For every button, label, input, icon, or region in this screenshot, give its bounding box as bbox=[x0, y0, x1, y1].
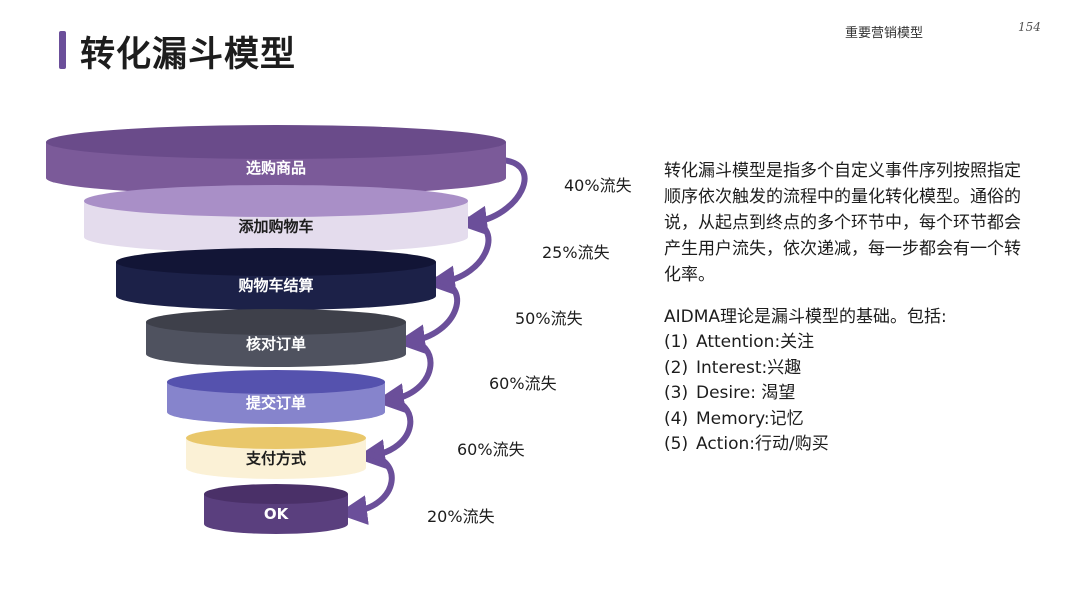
funnel-stage-label: 核对订单 bbox=[246, 335, 306, 353]
funnel-stage: 选购商品 bbox=[46, 125, 506, 195]
aidma-item: (4)Memory:记忆 bbox=[664, 408, 804, 429]
funnel-stage-label: OK bbox=[264, 505, 290, 523]
aidma-item: (2)Interest:兴趣 bbox=[664, 357, 802, 378]
funnel-stage: 支付方式 bbox=[186, 427, 366, 479]
aidma-intro: AIDMA理论是漏斗模型的基础。包括: bbox=[664, 307, 947, 327]
funnel-stage-top bbox=[167, 370, 385, 394]
page-number: 154 bbox=[1018, 20, 1041, 34]
funnel-stage-top bbox=[46, 125, 506, 159]
loss-label: 25%流失 bbox=[542, 243, 610, 262]
section-label: 重要营销模型 bbox=[845, 26, 924, 41]
loss-arrow bbox=[395, 276, 461, 355]
funnel-stage: OK bbox=[204, 484, 348, 534]
funnel-stage-top bbox=[204, 484, 348, 504]
funnel-stage: 核对订单 bbox=[146, 309, 406, 367]
loss-arrow bbox=[425, 216, 492, 296]
loss-label: 60%流失 bbox=[457, 440, 525, 459]
loss-label: 20%流失 bbox=[427, 507, 495, 526]
funnel-stage-top bbox=[146, 309, 406, 335]
funnel-stage-body bbox=[167, 382, 385, 424]
aidma-item: (1)Attention:关注 bbox=[664, 332, 815, 352]
loss-label: 50%流失 bbox=[515, 309, 583, 328]
title-accent-bar bbox=[59, 31, 66, 69]
funnel-stage: 购物车结算 bbox=[116, 248, 436, 310]
aidma-item: (3)Desire: 渴望 bbox=[664, 383, 796, 403]
funnel-stage-label: 选购商品 bbox=[246, 159, 306, 177]
funnel-stage-top bbox=[84, 185, 468, 217]
funnel-stage-body bbox=[186, 438, 366, 479]
loss-label: 40%流失 bbox=[564, 176, 632, 195]
loss-arrow bbox=[374, 335, 434, 414]
funnel-stage-top bbox=[186, 427, 366, 449]
funnel-stage-body bbox=[204, 494, 348, 534]
loss-arrow bbox=[457, 157, 528, 236]
aidma-list: (1)Attention:关注 (2)Interest:兴趣 (3)Desire… bbox=[664, 330, 829, 458]
funnel-stage-top bbox=[116, 248, 436, 276]
funnel-description: 转化漏斗模型是指多个自定义事件序列按照指定顺序依次触发的流程中的量化转化模型。通… bbox=[664, 161, 1021, 285]
funnel-stage: 提交订单 bbox=[167, 370, 385, 424]
funnel-stage-label: 提交订单 bbox=[246, 394, 306, 412]
loss-label: 60%流失 bbox=[489, 374, 557, 393]
funnel-stage-label: 添加购物车 bbox=[238, 217, 313, 235]
aidma-item: (5)Action:行动/购买 bbox=[664, 434, 829, 454]
loss-arrow bbox=[337, 450, 395, 526]
page-title: 转化漏斗模型 bbox=[80, 35, 297, 75]
funnel-stage: 添加购物车 bbox=[84, 185, 468, 253]
funnel-stage-label: 支付方式 bbox=[245, 449, 306, 467]
funnel-stage-label: 购物车结算 bbox=[238, 277, 313, 295]
loss-arrow bbox=[355, 394, 414, 470]
